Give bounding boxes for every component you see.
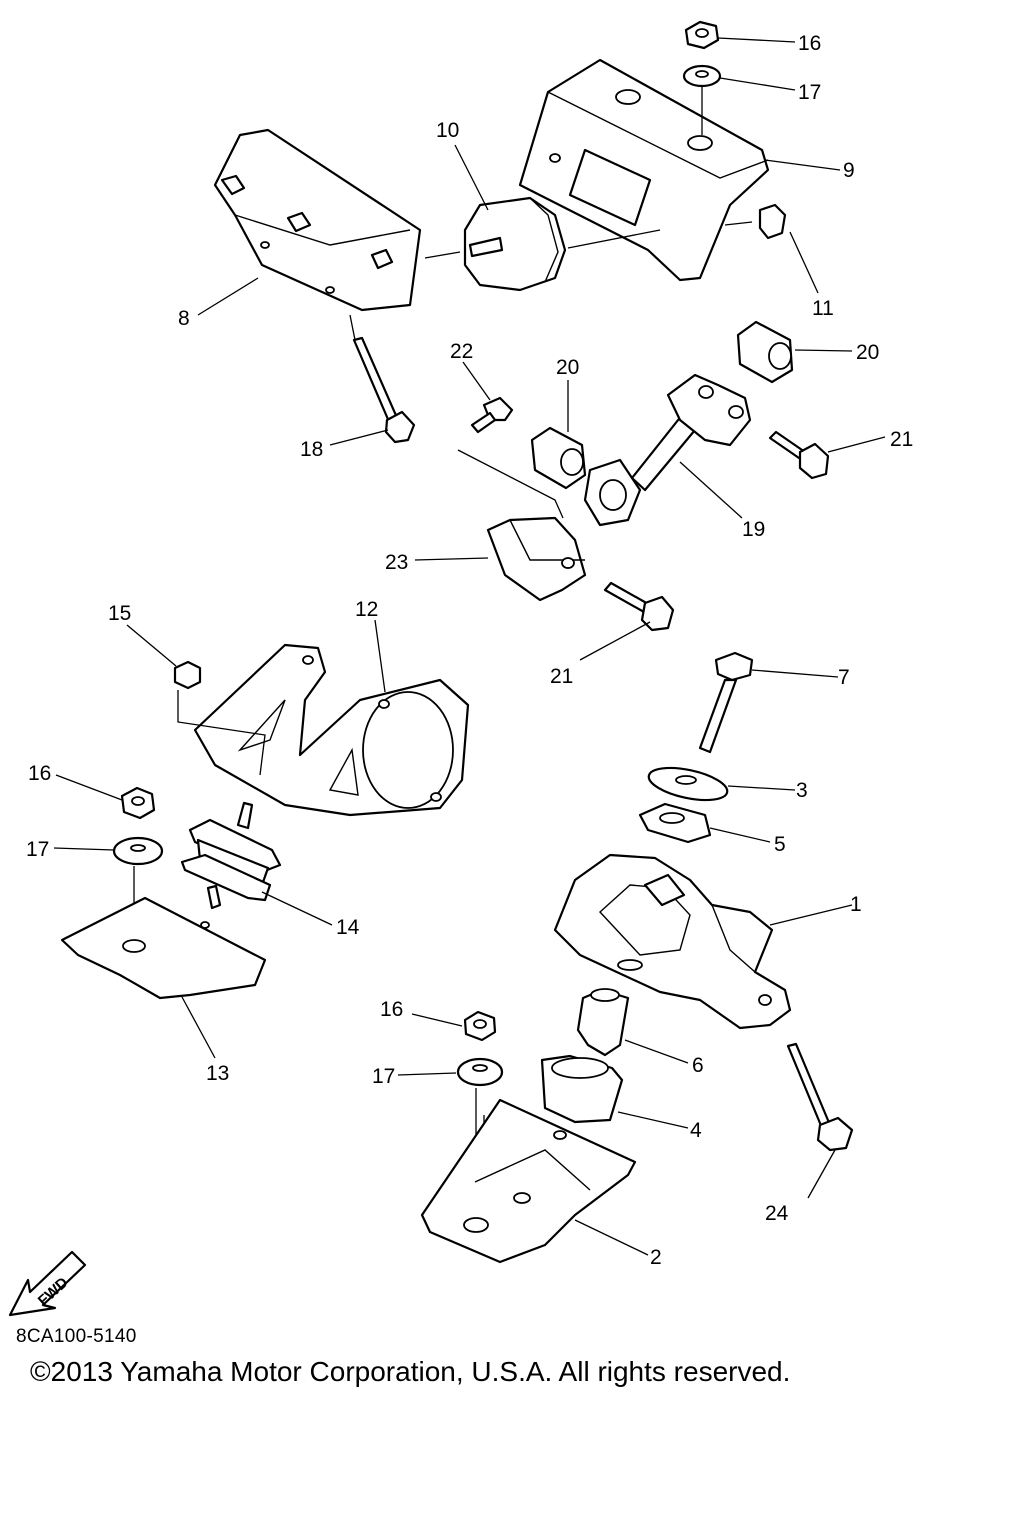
part-12-bracket	[193, 643, 470, 817]
callout-numbers: 16 17 9 10 11 8 18 22 20 20 21 19 23 21 …	[26, 32, 913, 1269]
part-13-plate	[60, 896, 267, 1000]
part-18-bolt	[352, 336, 416, 444]
leader-lines	[53, 37, 886, 1256]
callout-18: 18	[300, 438, 323, 461]
callout-21-upper: 21	[890, 428, 913, 451]
part-21-bolt-lower	[603, 581, 675, 632]
callout-9: 9	[843, 159, 855, 182]
part-21-bolt-upper	[768, 430, 830, 480]
callout-17: 17	[798, 81, 821, 104]
callout-4: 4	[690, 1119, 702, 1142]
callout-20-middle: 20	[556, 356, 579, 379]
callout-8: 8	[178, 307, 190, 330]
part-5-spacer	[638, 802, 712, 844]
callout-16-left: 16	[28, 762, 51, 785]
callout-2: 2	[650, 1246, 662, 1269]
part-2-bracket	[420, 1098, 637, 1264]
part-9-bracket	[518, 58, 770, 282]
callout-16: 16	[798, 32, 821, 55]
callout-11: 11	[812, 297, 834, 320]
callout-21-lower: 21	[550, 665, 573, 688]
callout-15: 15	[108, 602, 131, 625]
part-11-collar	[758, 203, 787, 240]
copyright-text: ©2013 Yamaha Motor Corporation, U.S.A. A…	[30, 1356, 791, 1387]
part-1-bracket	[553, 853, 792, 1030]
part-23-bracket	[486, 516, 587, 602]
callout-1: 1	[850, 893, 862, 916]
part-24-bolt	[786, 1042, 854, 1152]
part-15-nut	[173, 660, 202, 690]
part-17-washer-left	[112, 836, 164, 866]
callout-19: 19	[742, 518, 765, 541]
part-8-bracket	[213, 128, 422, 312]
callout-7: 7	[838, 666, 850, 689]
callout-24: 24	[765, 1202, 789, 1225]
callout-10: 10	[436, 119, 459, 142]
diagram-code: 8CA100-5140	[16, 1326, 137, 1347]
part-6-collar	[576, 988, 630, 1057]
callout-17-lower: 17	[372, 1065, 395, 1088]
part-4-rubber	[540, 1054, 624, 1124]
callout-22: 22	[450, 340, 473, 363]
part-16-nut-top	[684, 20, 720, 50]
callout-23: 23	[385, 551, 408, 574]
part-20-bushing-middle	[530, 426, 587, 490]
fwd-arrow-icon: FWD	[8, 1250, 87, 1317]
callout-16-lower: 16	[380, 998, 403, 1021]
callout-12: 12	[355, 598, 378, 621]
part-22-bolt	[470, 396, 514, 434]
part-14-rubber-mount	[180, 801, 282, 910]
callout-3: 3	[796, 779, 808, 802]
callout-17-left: 17	[26, 838, 49, 861]
part-10-rubber-mount	[463, 196, 567, 292]
part-3-washer	[647, 766, 729, 802]
part-17-washer-top	[682, 64, 722, 88]
callout-14: 14	[336, 916, 360, 939]
callout-5: 5	[774, 833, 786, 856]
callout-13: 13	[206, 1062, 229, 1085]
part-17-washer-lower	[456, 1057, 504, 1087]
part-7-bolt	[698, 651, 754, 754]
callout-6: 6	[692, 1054, 704, 1077]
part-19-torque-rod	[583, 373, 752, 527]
part-20-bushing-upper	[736, 320, 794, 384]
part-16-nut-lower	[463, 1010, 497, 1042]
part-16-nut-left	[120, 786, 156, 820]
callout-20-upper: 20	[856, 341, 879, 364]
